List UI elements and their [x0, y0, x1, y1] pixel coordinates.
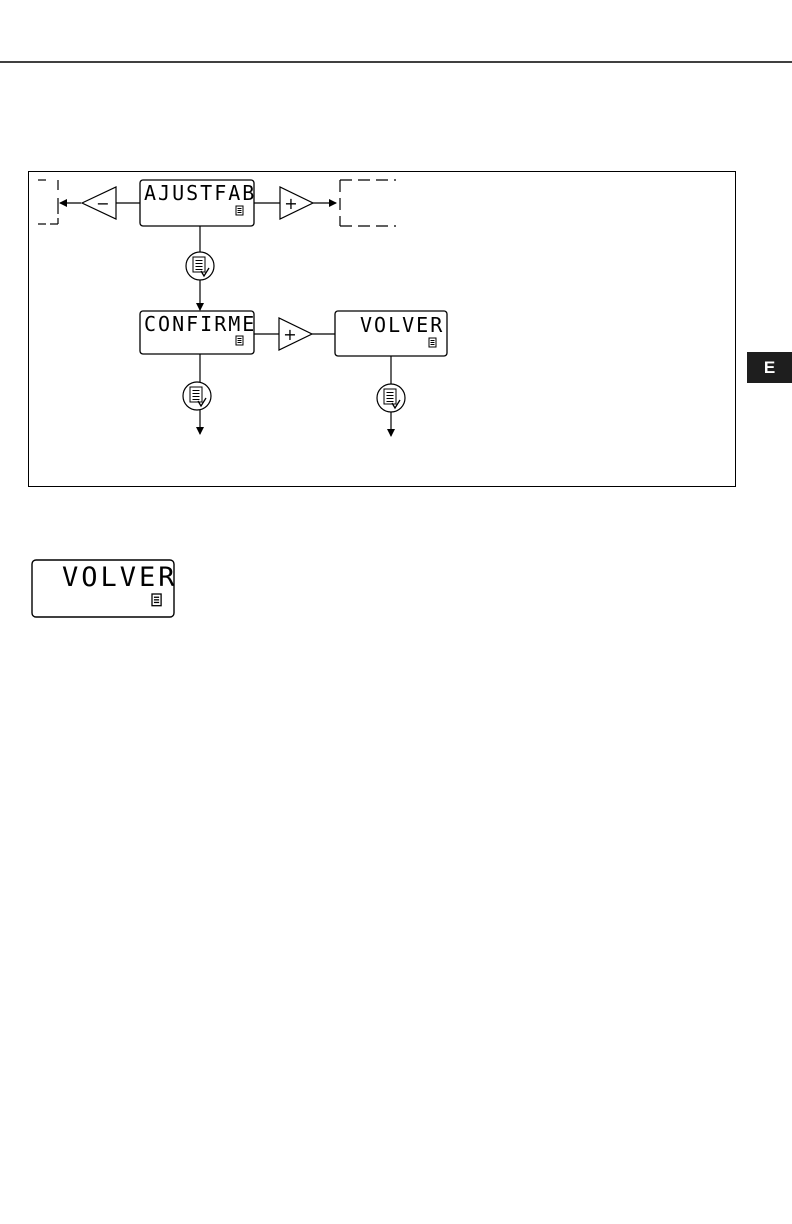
display-confirme-text: CONFIRME: [144, 312, 256, 336]
ok-button-volver[interactable]: [377, 384, 405, 412]
plus-sign: +: [283, 325, 296, 344]
plus-sign: +: [284, 194, 297, 213]
minus-button[interactable]: −: [82, 187, 116, 219]
ok-button-confirm[interactable]: [183, 382, 211, 410]
plus-button-middle[interactable]: +: [279, 318, 312, 350]
display-volver-text: VOLVER: [360, 313, 444, 337]
standalone-volver-display: VOLVER: [32, 560, 178, 617]
ok-button-top[interactable]: [186, 252, 214, 280]
language-tab: E: [747, 352, 792, 383]
display-volver: VOLVER: [335, 311, 447, 356]
display-ajustfab: AJUSTFAB: [140, 180, 256, 226]
display-ajustfab-text: AJUSTFAB: [144, 181, 256, 205]
plus-button-top[interactable]: +: [280, 187, 313, 219]
previous-menu-placeholder: [38, 180, 58, 224]
minus-sign: −: [96, 194, 109, 213]
menu-navigation-diagram: − AJUSTFAB + CONFIRME + VOLVER: [0, 0, 792, 700]
standalone-volver-text: VOLVER: [62, 562, 178, 593]
display-confirme: CONFIRME: [140, 311, 256, 354]
next-menu-placeholder: [340, 180, 396, 226]
